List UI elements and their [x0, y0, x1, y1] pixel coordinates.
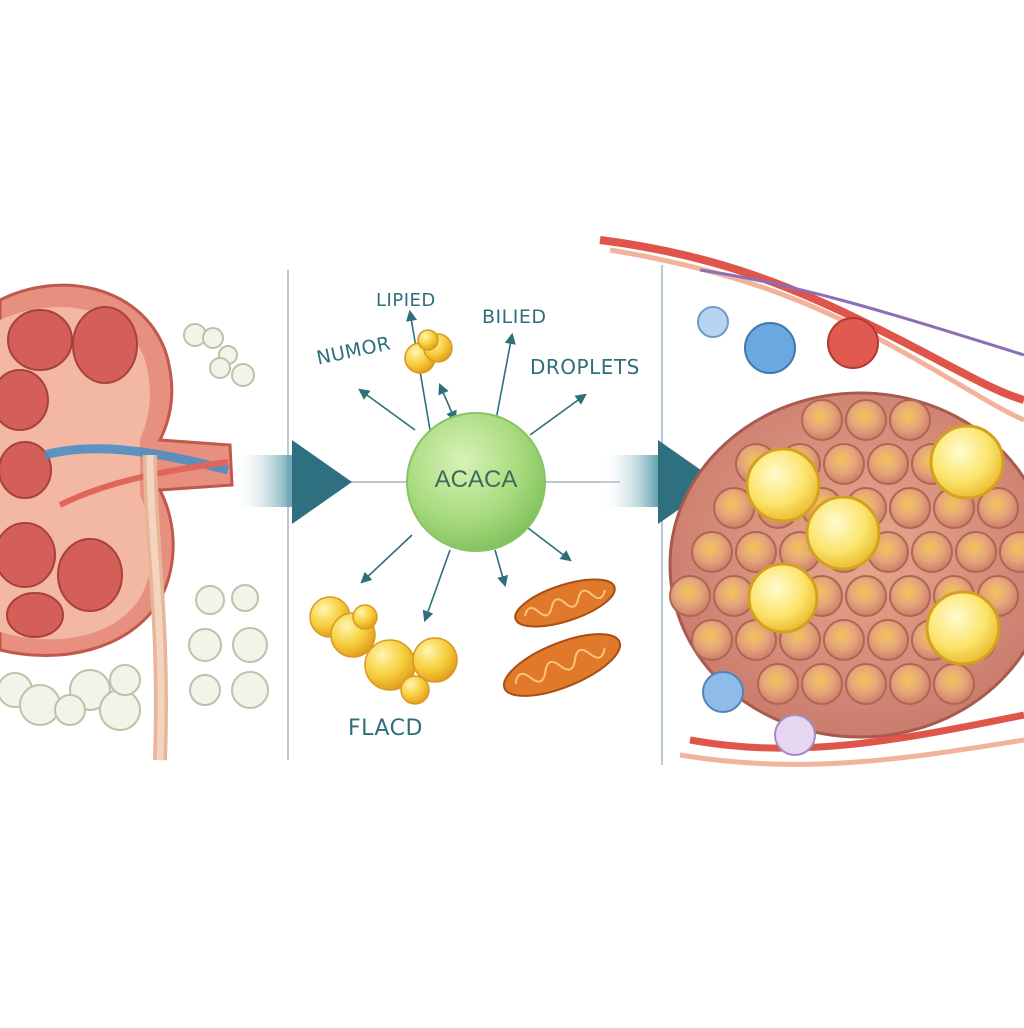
arrow-down — [494, 549, 508, 588]
adipocyte — [845, 575, 887, 617]
arrow-to-bilied — [494, 332, 516, 426]
lipid-droplet-cluster — [309, 596, 458, 705]
label-flacd: FLACD — [348, 716, 423, 741]
adipocyte — [889, 487, 931, 529]
kidney-illustration — [0, 283, 234, 761]
arrow-to-flacd — [422, 549, 451, 623]
tissue-cells-cluster — [0, 323, 269, 731]
large-lipid-droplets — [745, 424, 1005, 666]
adipocyte — [911, 531, 953, 573]
adipocyte — [867, 619, 909, 661]
adipocyte — [955, 531, 997, 573]
label-lipied: LIPIED — [376, 290, 436, 311]
adipocyte — [845, 399, 887, 441]
acaca-label: ACACA — [434, 466, 518, 493]
adipocyte — [845, 663, 887, 705]
adipocyte — [691, 531, 733, 573]
label-bilied: BILIED — [482, 306, 547, 328]
arrow-to-lipid-cluster — [360, 534, 413, 584]
adipocyte — [933, 663, 975, 705]
arrow-to-droplets — [529, 393, 587, 436]
adipocyte — [735, 531, 777, 573]
adipocyte — [977, 487, 1019, 529]
lipid-droplet-top — [404, 329, 453, 374]
immune-cells — [697, 306, 879, 756]
adipocyte — [889, 575, 931, 617]
adipocyte — [889, 663, 931, 705]
adipocyte — [867, 443, 909, 485]
label-droplets: DROPLETS — [530, 355, 640, 379]
adipocyte — [889, 399, 931, 441]
arrow-to-numor — [358, 388, 416, 431]
flow-arrow-left — [235, 440, 352, 524]
adipocyte — [823, 619, 865, 661]
adipocyte — [801, 663, 843, 705]
adipocyte — [691, 619, 733, 661]
adipocyte — [669, 575, 711, 617]
adipocyte — [757, 663, 799, 705]
arrow-from-lipid — [438, 382, 457, 423]
mitochondria — [502, 578, 622, 697]
flow-arrow-right — [600, 440, 718, 524]
arrow-to-mitochondria — [527, 527, 572, 562]
adipocyte — [999, 531, 1024, 573]
acaca-node — [406, 412, 546, 552]
adipocyte — [823, 443, 865, 485]
adipocyte — [801, 399, 843, 441]
